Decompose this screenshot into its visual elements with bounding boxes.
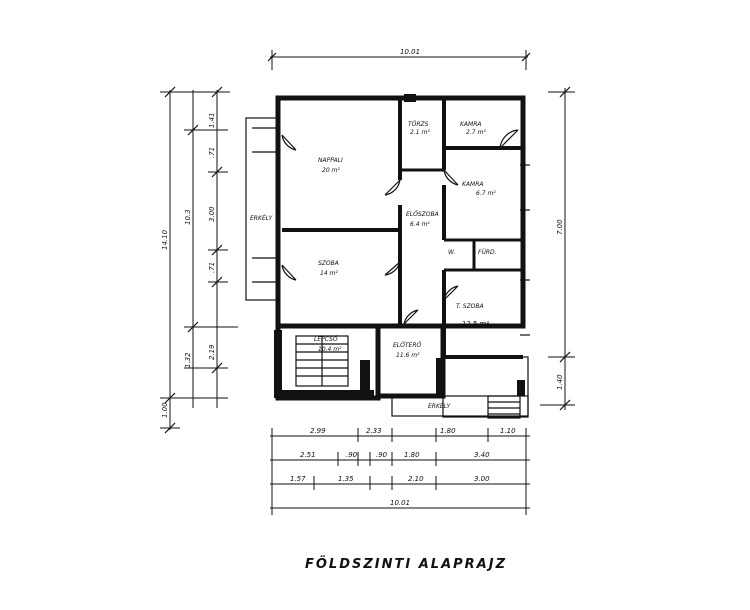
left-dim-2: .71	[208, 147, 216, 158]
eloter-label: ELŐTERŐ	[393, 342, 421, 349]
bath-label: FÜRD.	[478, 249, 497, 256]
torzs-label: TÖRZS	[408, 121, 429, 128]
szoba-area: 14 m²	[320, 270, 338, 277]
bottom-dimensions: 2.99 2.33 1.80 1.10 2.51 .90 .90 1.80 3.…	[270, 427, 530, 515]
doors	[281, 129, 519, 325]
left-dim-3: 3.00	[208, 206, 216, 222]
right-dim-1: 7.00	[556, 219, 564, 235]
tszoba-area: 12,5 m²	[462, 320, 490, 328]
row2-dim-2: .90	[346, 451, 358, 459]
kamra1-area: 2.7 m²	[466, 129, 486, 136]
left-dim-7: 1.00	[161, 402, 169, 418]
kamra2-area: 6.7 m²	[476, 190, 496, 197]
left-outer-dim: 14.10	[161, 229, 169, 250]
erkely-bottom-label: ERKÉLY	[428, 402, 451, 410]
room-labels: NAPPALI 20 m² SZOBA 14 m² TÖRZS 2.1 m² K…	[250, 121, 497, 410]
left-dim-1: 1.41	[208, 112, 216, 128]
lepcso-area: 10.4 m²	[318, 346, 342, 353]
row1-dim-4: 1.10	[500, 427, 516, 435]
plan-title: FÖLDSZINTI ALAPRAJZ	[305, 556, 507, 572]
row3-dim-1: 1.57	[290, 475, 306, 483]
right-dimensions: 7.00 1.40	[540, 86, 575, 411]
row3-dim-3: 2.10	[408, 475, 424, 483]
torzs-area: 2.1 m²	[410, 129, 430, 136]
top-total-dim: 10.01	[400, 48, 420, 56]
eloter-area: 11.6 m²	[396, 352, 420, 359]
wc-label: W.	[448, 249, 455, 256]
nappali-label: NAPPALI	[318, 157, 343, 164]
erkely-left-label: ERKÉLY	[250, 214, 273, 222]
kamra2-label: KAMRA	[462, 181, 484, 188]
row3-dim-2: 1.35	[338, 475, 354, 483]
tszoba-label: T. SZOBA	[456, 303, 484, 310]
row1-dim-2: 2.33	[366, 427, 382, 435]
nappali-area: 20 m²	[322, 167, 340, 174]
left-dim-5: 1.32	[184, 352, 192, 368]
szoba-label: SZOBA	[318, 260, 339, 267]
left-dimensions: 14.10 10.3 1.41 .71 3.00 .71 1.32 2.19 1…	[160, 86, 238, 434]
eloszoba-area: 6.4 m²	[410, 221, 430, 228]
stair	[295, 335, 521, 419]
row1-dim-1: 2.99	[310, 427, 326, 435]
top-dimension: 10.01	[267, 48, 531, 70]
left-dim-4: .71	[208, 262, 216, 273]
bottom-total-dim: 10.01	[390, 499, 410, 507]
row2-dim-4: 1.80	[404, 451, 420, 459]
row2-dim-5: 3.40	[474, 451, 490, 459]
row1-dim-3: 1.80	[440, 427, 456, 435]
left-mid-dim: 10.3	[184, 209, 192, 225]
windows	[252, 127, 530, 336]
left-dim-6: 2.19	[208, 344, 216, 360]
lepcso-label: LÉPCSŐ	[314, 335, 338, 343]
right-dim-2: 1.40	[556, 374, 564, 390]
eloszoba-label: ELŐSZOBA	[406, 211, 439, 218]
row2-dim-1: 2.51	[300, 451, 316, 459]
kamra1-label: KAMRA	[460, 121, 482, 128]
walls	[245, 94, 529, 418]
row3-dim-4: 3.00	[474, 475, 490, 483]
row2-dim-3: .90	[376, 451, 388, 459]
